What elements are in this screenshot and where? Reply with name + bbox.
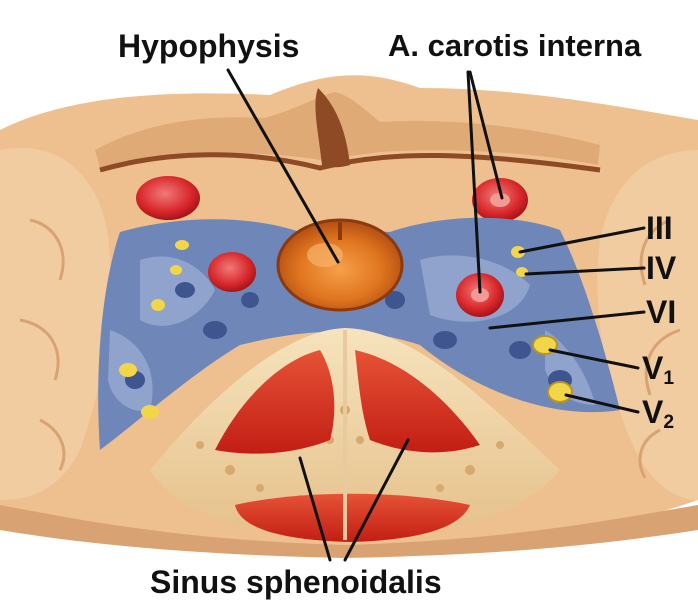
label-hypophysis: Hypophysis (118, 30, 299, 62)
label-nerve-vi: VI (646, 296, 676, 328)
label-nerve-v2: V2 (642, 396, 674, 432)
label-nerve-iii: III (646, 212, 673, 244)
label-nerve-v1-base: V (642, 350, 663, 386)
label-nerve-v1: V1 (642, 352, 674, 388)
label-carotis-interna: A. carotis interna (388, 30, 641, 61)
label-nerve-v2-sub: 2 (663, 412, 674, 433)
hypophysis-gland (278, 220, 402, 310)
label-sinus-sphenoidalis: Sinus sphenoidalis (150, 566, 442, 598)
label-nerve-iv: IV (646, 252, 676, 284)
label-nerve-v2-base: V (642, 394, 663, 430)
label-nerve-v1-sub: 1 (663, 368, 674, 389)
